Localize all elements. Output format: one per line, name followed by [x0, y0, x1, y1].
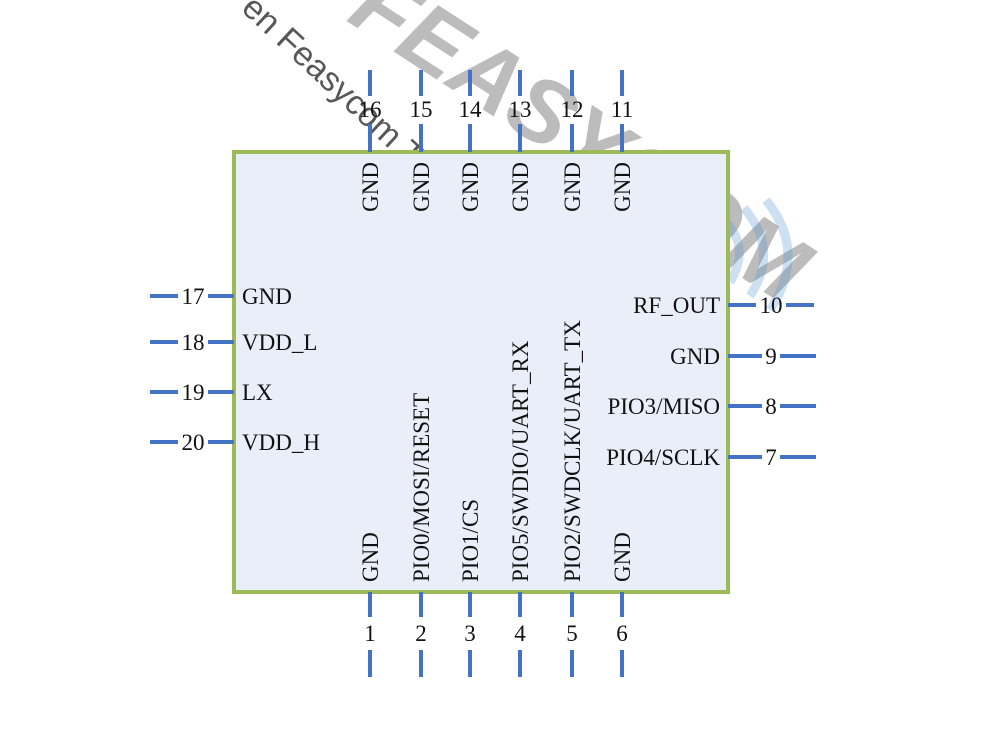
pin-name: PIO5/SWDIO/UART_RX: [508, 340, 533, 582]
pin-name: PIO4/SCLK: [606, 445, 720, 470]
pin-name: GND: [242, 284, 292, 309]
pin-name: GND: [560, 162, 585, 212]
pin-name: VDD_H: [242, 430, 320, 455]
pin-name: GND: [610, 532, 635, 582]
pin-number: 3: [464, 621, 476, 646]
pin-name: GND: [670, 344, 720, 369]
pin-number: 14: [459, 97, 483, 122]
pin-number: 9: [765, 344, 777, 369]
pin-number: 5: [566, 621, 578, 646]
pin-number: 18: [182, 330, 205, 355]
pin-number: 7: [765, 445, 777, 470]
pin-name: LX: [242, 380, 273, 405]
pin-number: 16: [359, 97, 382, 122]
pin-name: PIO2/SWDCLK/UART_TX: [560, 320, 585, 582]
pin-number: 12: [561, 97, 584, 122]
pin-number: 1: [364, 621, 376, 646]
pin-name: GND: [508, 162, 533, 212]
pins-bottom: 1 GND 2 PIO0/MOSI/RESET 3 PIO1/CS 4 PIO5/SWDIO/…: [358, 320, 635, 677]
pin-number: 4: [514, 621, 526, 646]
pin-name: GND: [610, 162, 635, 212]
pin-number: 10: [760, 293, 783, 318]
pins-right: 7 PIO4/SCLK 8 PIO3/MISO 9 GND 10 RF_OUT: [606, 293, 816, 470]
pin-name: PIO3/MISO: [608, 394, 720, 419]
pin-name: GND: [458, 162, 483, 212]
pins-left: 17 GND 18 VDD_L 19 LX 20 VDD_H: [150, 284, 320, 455]
pin-number: 15: [410, 97, 433, 122]
module-body: [232, 150, 730, 594]
pin-number: 17: [182, 284, 205, 309]
pin-number: 2: [415, 621, 427, 646]
pin-name: GND: [409, 162, 434, 212]
pin-number: 11: [611, 97, 633, 122]
pin-number: 8: [765, 394, 777, 419]
pin-name: RF_OUT: [633, 293, 720, 318]
pin-name: GND: [358, 162, 383, 212]
pin-number: 20: [182, 430, 205, 455]
pin-name: PIO0/MOSI/RESET: [409, 393, 434, 582]
pin-number: 6: [616, 621, 628, 646]
pin-name: GND: [358, 532, 383, 582]
pin-number: 19: [182, 380, 205, 405]
pin-name: VDD_L: [242, 330, 317, 355]
pin-number: 13: [509, 97, 532, 122]
pin-name: PIO1/CS: [458, 499, 483, 582]
